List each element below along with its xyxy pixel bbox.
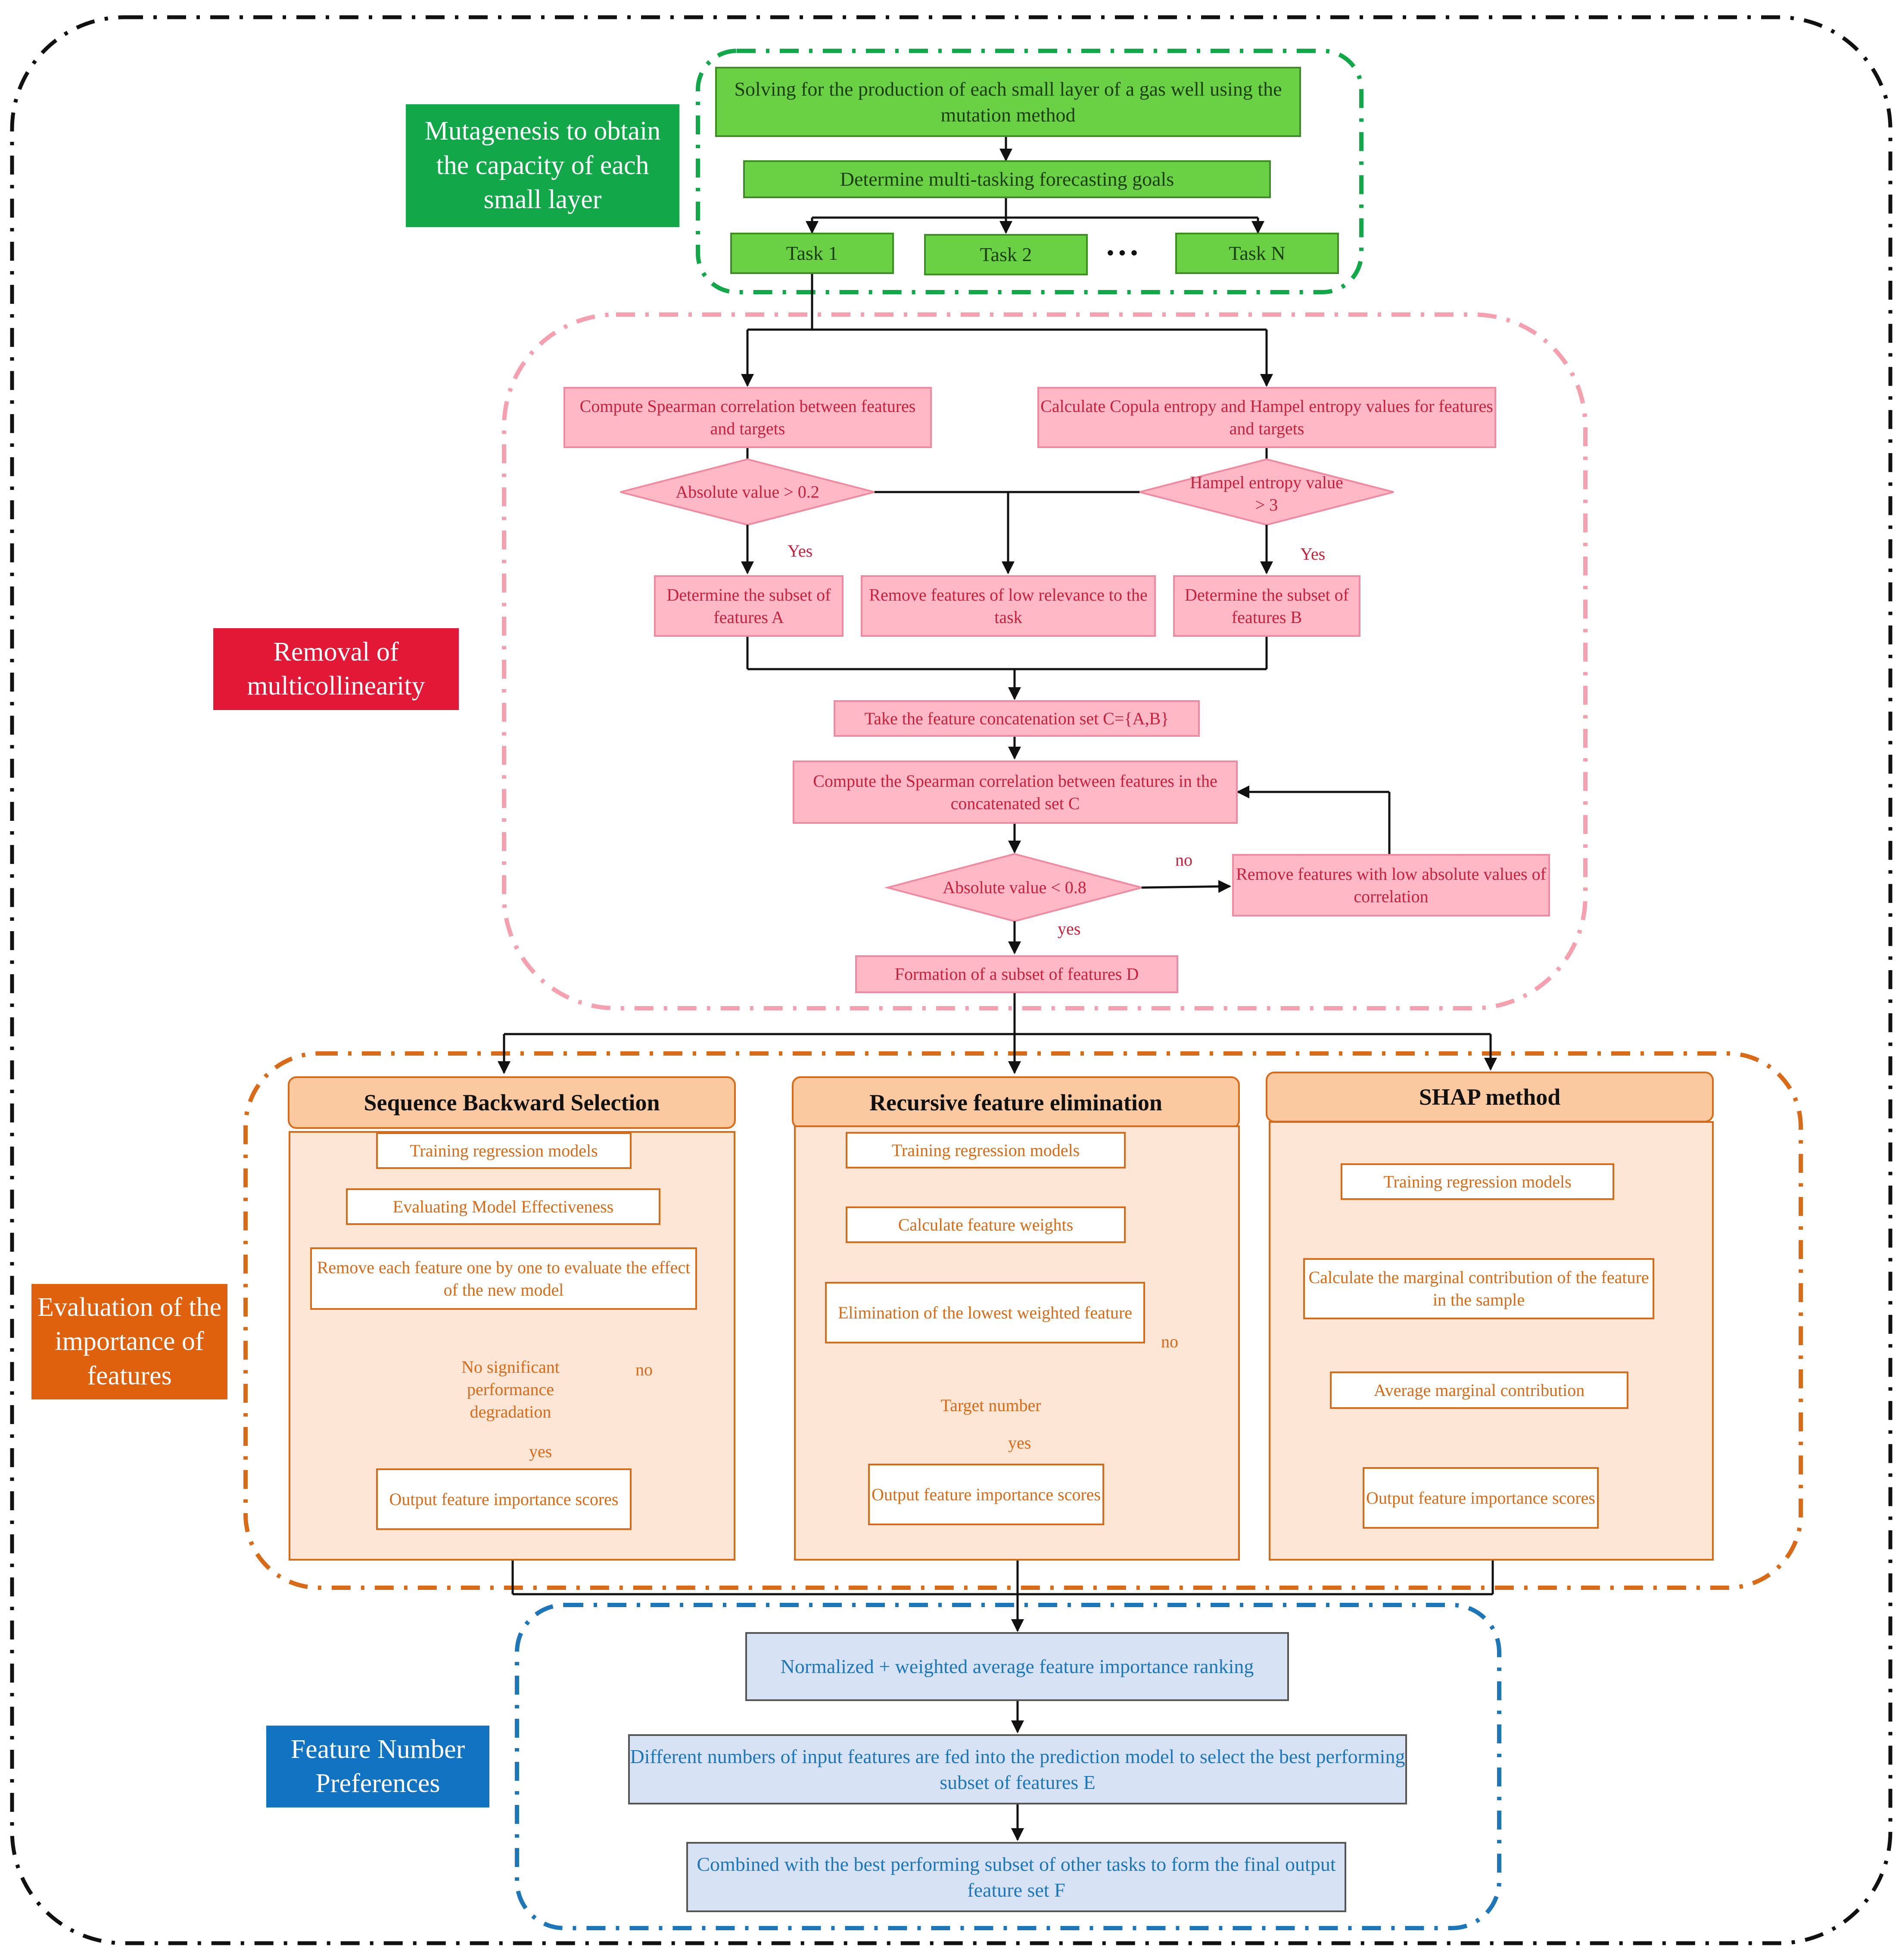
sbs-output-box: Output feature importance scores [376,1468,632,1530]
rfe-elim-box: Elimination of the lowest weighted featu… [825,1282,1145,1343]
label-multicollinearity: Removal of multicollinearity [213,628,459,710]
combined-box: Combined with the best performing subset… [686,1842,1346,1912]
label-importance: Evaluation of the importance of features [31,1284,227,1399]
subset-b-box: Determine the subset of features B [1173,575,1360,637]
abs-lt-text: Absolute value < 0.8 [943,878,1086,897]
copula-box: Calculate Copula entropy and Hampel entr… [1037,387,1496,448]
subset-d-box: Formation of a subset of features D [855,955,1178,993]
shap-title: SHAP method [1266,1072,1714,1122]
taskN-box: Task N [1175,233,1339,274]
yes-label-b: Yes [1300,544,1326,564]
sbs-train-box: Training regression models [376,1132,632,1169]
ellipsis: • • • [1107,242,1138,264]
fed-box: Different numbers of input features are … [628,1734,1407,1804]
no-label: no [1175,850,1192,869]
spearman-c-box: Compute the Spearman correlation between… [793,760,1238,824]
pink-frame [502,312,1588,1010]
rfe-yes-label: yes [1008,1433,1031,1452]
rank-box: Normalized + weighted average feature im… [745,1632,1289,1701]
rfe-title: Recursive feature elimination [792,1076,1240,1129]
goals-box: Determine multi-tasking forecasting goal… [743,160,1271,198]
blue-frame [515,1603,1501,1930]
outer-frame [10,15,1893,1945]
shap-marginal-box: Calculate the marginal contribution of t… [1303,1258,1654,1319]
rfe-weights-box: Calculate feature weights [846,1206,1126,1243]
shap-output-box: Output feature importance scores [1363,1467,1599,1529]
remove-abs-box: Remove features with low absolute values… [1232,854,1550,916]
task2-box: Task 2 [924,234,1088,275]
rfe-output-box: Output feature importance scores [868,1464,1104,1525]
green-frame [696,49,1363,294]
orange-frame [243,1051,1803,1590]
rfe-decision-text: Target number [940,1396,1041,1415]
label-preferences: Feature Number Preferences [266,1726,489,1807]
rfe-no-label: no [1161,1332,1178,1351]
solve-box: Solving for the production of each small… [715,67,1301,137]
hampel-diamond [1139,458,1394,526]
sbs-eval-box: Evaluating Model Effectiveness [346,1188,660,1225]
sbs-decision-text: No significant performance degradation [461,1357,560,1421]
shap-avg-box: Average marginal contribution [1330,1371,1628,1409]
remove-low-box: Remove features of low relevance to the … [861,575,1156,637]
label-mutagenesis: Mutagenesis to obtain the capacity of ea… [406,104,679,227]
yes-label-a: Yes [788,541,813,561]
sbs-title: Sequence Backward Selection [288,1076,736,1129]
sbs-remove-box: Remove each feature one by one to evalua… [310,1247,697,1310]
sbs-no-label: no [635,1360,653,1379]
abs-gt-text: Absolute value > 0.2 [676,482,819,502]
concat-box: Take the feature concatenation set C={A,… [834,700,1200,737]
spearman-box: Compute Spearman correlation between fea… [563,387,932,448]
task1-box: Task 1 [730,233,894,274]
subset-a-box: Determine the subset of features A [654,575,844,637]
sbs-yes-label: yes [529,1442,552,1461]
hampel-text: Hampel entropy value > 3 [1190,473,1343,514]
shap-train-box: Training regression models [1341,1163,1614,1200]
yes-label-d: yes [1058,919,1081,938]
rfe-train-box: Training regression models [846,1132,1126,1169]
